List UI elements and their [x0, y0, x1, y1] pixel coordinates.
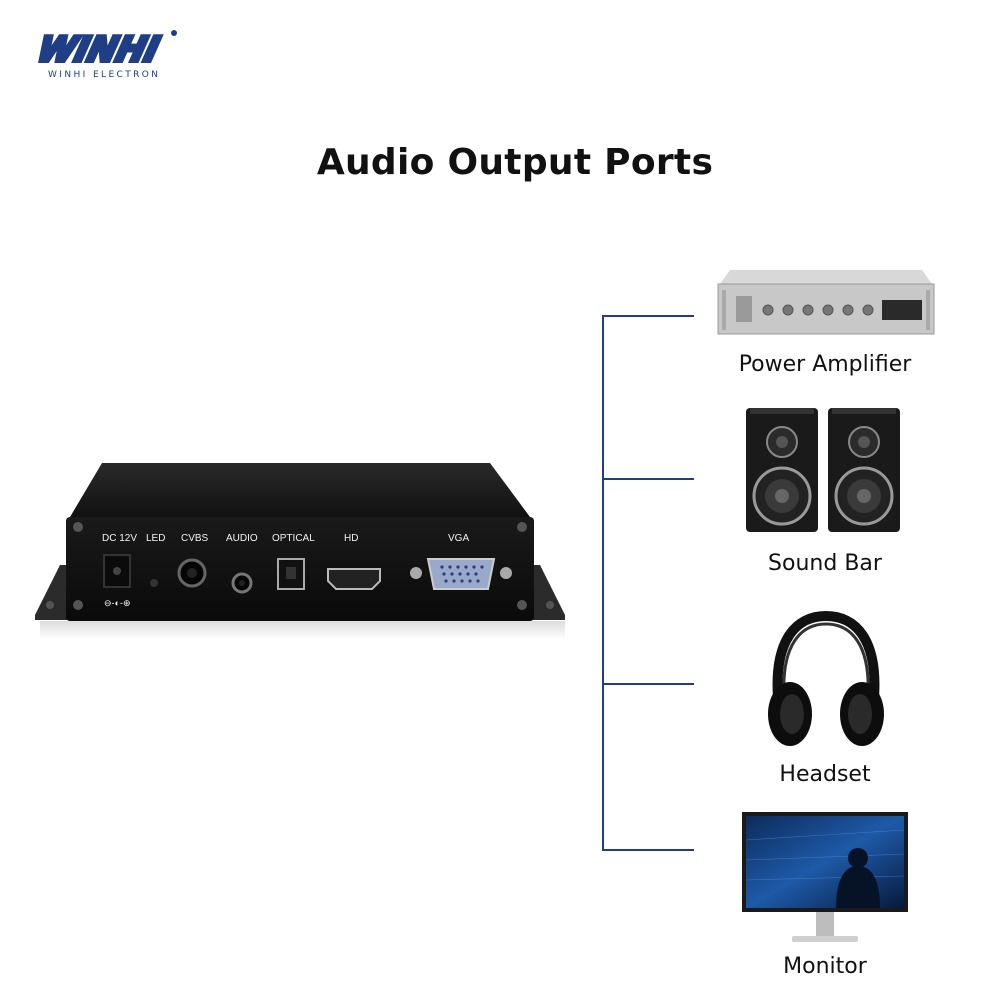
output-label-power-amplifier: Power Amplifier	[738, 352, 912, 377]
output-label-monitor: Monitor	[783, 954, 867, 979]
connector-branch-monitor	[602, 849, 694, 851]
port-label-audio: AUDIO	[226, 533, 258, 544]
output-label-headset: Headset	[779, 762, 871, 787]
polarity-symbol: ⊖-◐-⊕	[104, 598, 131, 608]
svg-text:WINHI: WINHI	[34, 30, 164, 68]
connector-branch-soundbar	[602, 478, 694, 480]
connector-vertical-line	[602, 315, 604, 851]
page-title: Audio Output Ports	[316, 142, 714, 183]
logo-subtitle: WINHI ELECTRON	[48, 70, 161, 80]
device-illustration	[35, 463, 565, 639]
headset-image	[768, 610, 884, 746]
connector-branch-amplifier	[602, 315, 694, 317]
monitor-image	[742, 812, 908, 942]
port-label-vga: VGA	[448, 533, 470, 544]
port-label-dc: DC 12V	[102, 533, 138, 544]
svg-text:WINHI: WINHI	[34, 30, 164, 68]
port-label-optical: OPTICAL	[272, 533, 315, 544]
speakers-image	[746, 408, 900, 532]
media-player-device: DC 12V LED CVBS AUDIO OPTICAL HD VGA ⊖-◐…	[30, 455, 570, 645]
port-label-cvbs: CVBS	[181, 533, 209, 544]
power-amplifier-image	[717, 270, 935, 335]
port-label-hd: HD	[344, 533, 359, 544]
output-label-sound-bar: Sound Bar	[768, 551, 882, 576]
connector-branch-headset	[602, 683, 694, 685]
winhi-logo: WINHI WINHI	[32, 28, 177, 68]
port-label-led: LED	[146, 533, 166, 544]
